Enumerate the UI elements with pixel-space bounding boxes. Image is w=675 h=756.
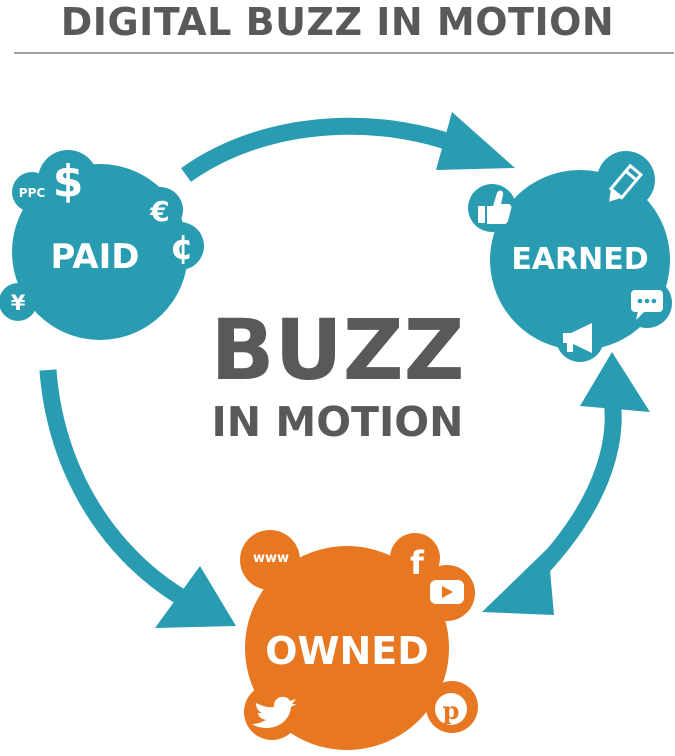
- yen-icon: ¥: [11, 291, 26, 315]
- arrow-paid-to-earned: [181, 112, 515, 182]
- arrow-owned-earned-double: [482, 352, 650, 615]
- center-in-motion-text: IN MOTION: [211, 398, 464, 446]
- dollar-icon: $: [53, 156, 84, 207]
- megaphone-icon: [563, 323, 592, 353]
- arrow-paid-to-owned: [39, 369, 236, 628]
- center-buzz-text: BUZZ: [210, 301, 465, 399]
- euro-icon: €: [149, 195, 169, 228]
- earned-node: EARNED: [468, 151, 672, 362]
- cent-icon: ¢: [170, 228, 194, 268]
- title-divider: [14, 52, 674, 54]
- pencil-icon: [608, 163, 644, 202]
- thumbs-up-icon: [478, 190, 512, 224]
- pinterest-icon: p: [435, 693, 467, 725]
- facebook-icon: f: [410, 544, 425, 582]
- ppc-text-icon: PPC: [19, 186, 46, 200]
- twitter-bird-icon: [252, 696, 296, 728]
- speech-bubble-icon: [631, 290, 663, 320]
- youtube-icon: [430, 580, 464, 604]
- page-title: DIGITAL BUZZ IN MOTION: [60, 0, 615, 44]
- www-text-icon: www: [253, 551, 289, 566]
- pinterest-glyph: p: [443, 696, 460, 725]
- owned-label: OWNED: [265, 629, 429, 673]
- paid-label: PAID: [51, 237, 140, 277]
- earned-label: EARNED: [511, 242, 648, 277]
- paid-node: PAID PPC $ € ¢ ¥: [0, 150, 204, 340]
- owned-node: OWNED www f p: [240, 530, 478, 750]
